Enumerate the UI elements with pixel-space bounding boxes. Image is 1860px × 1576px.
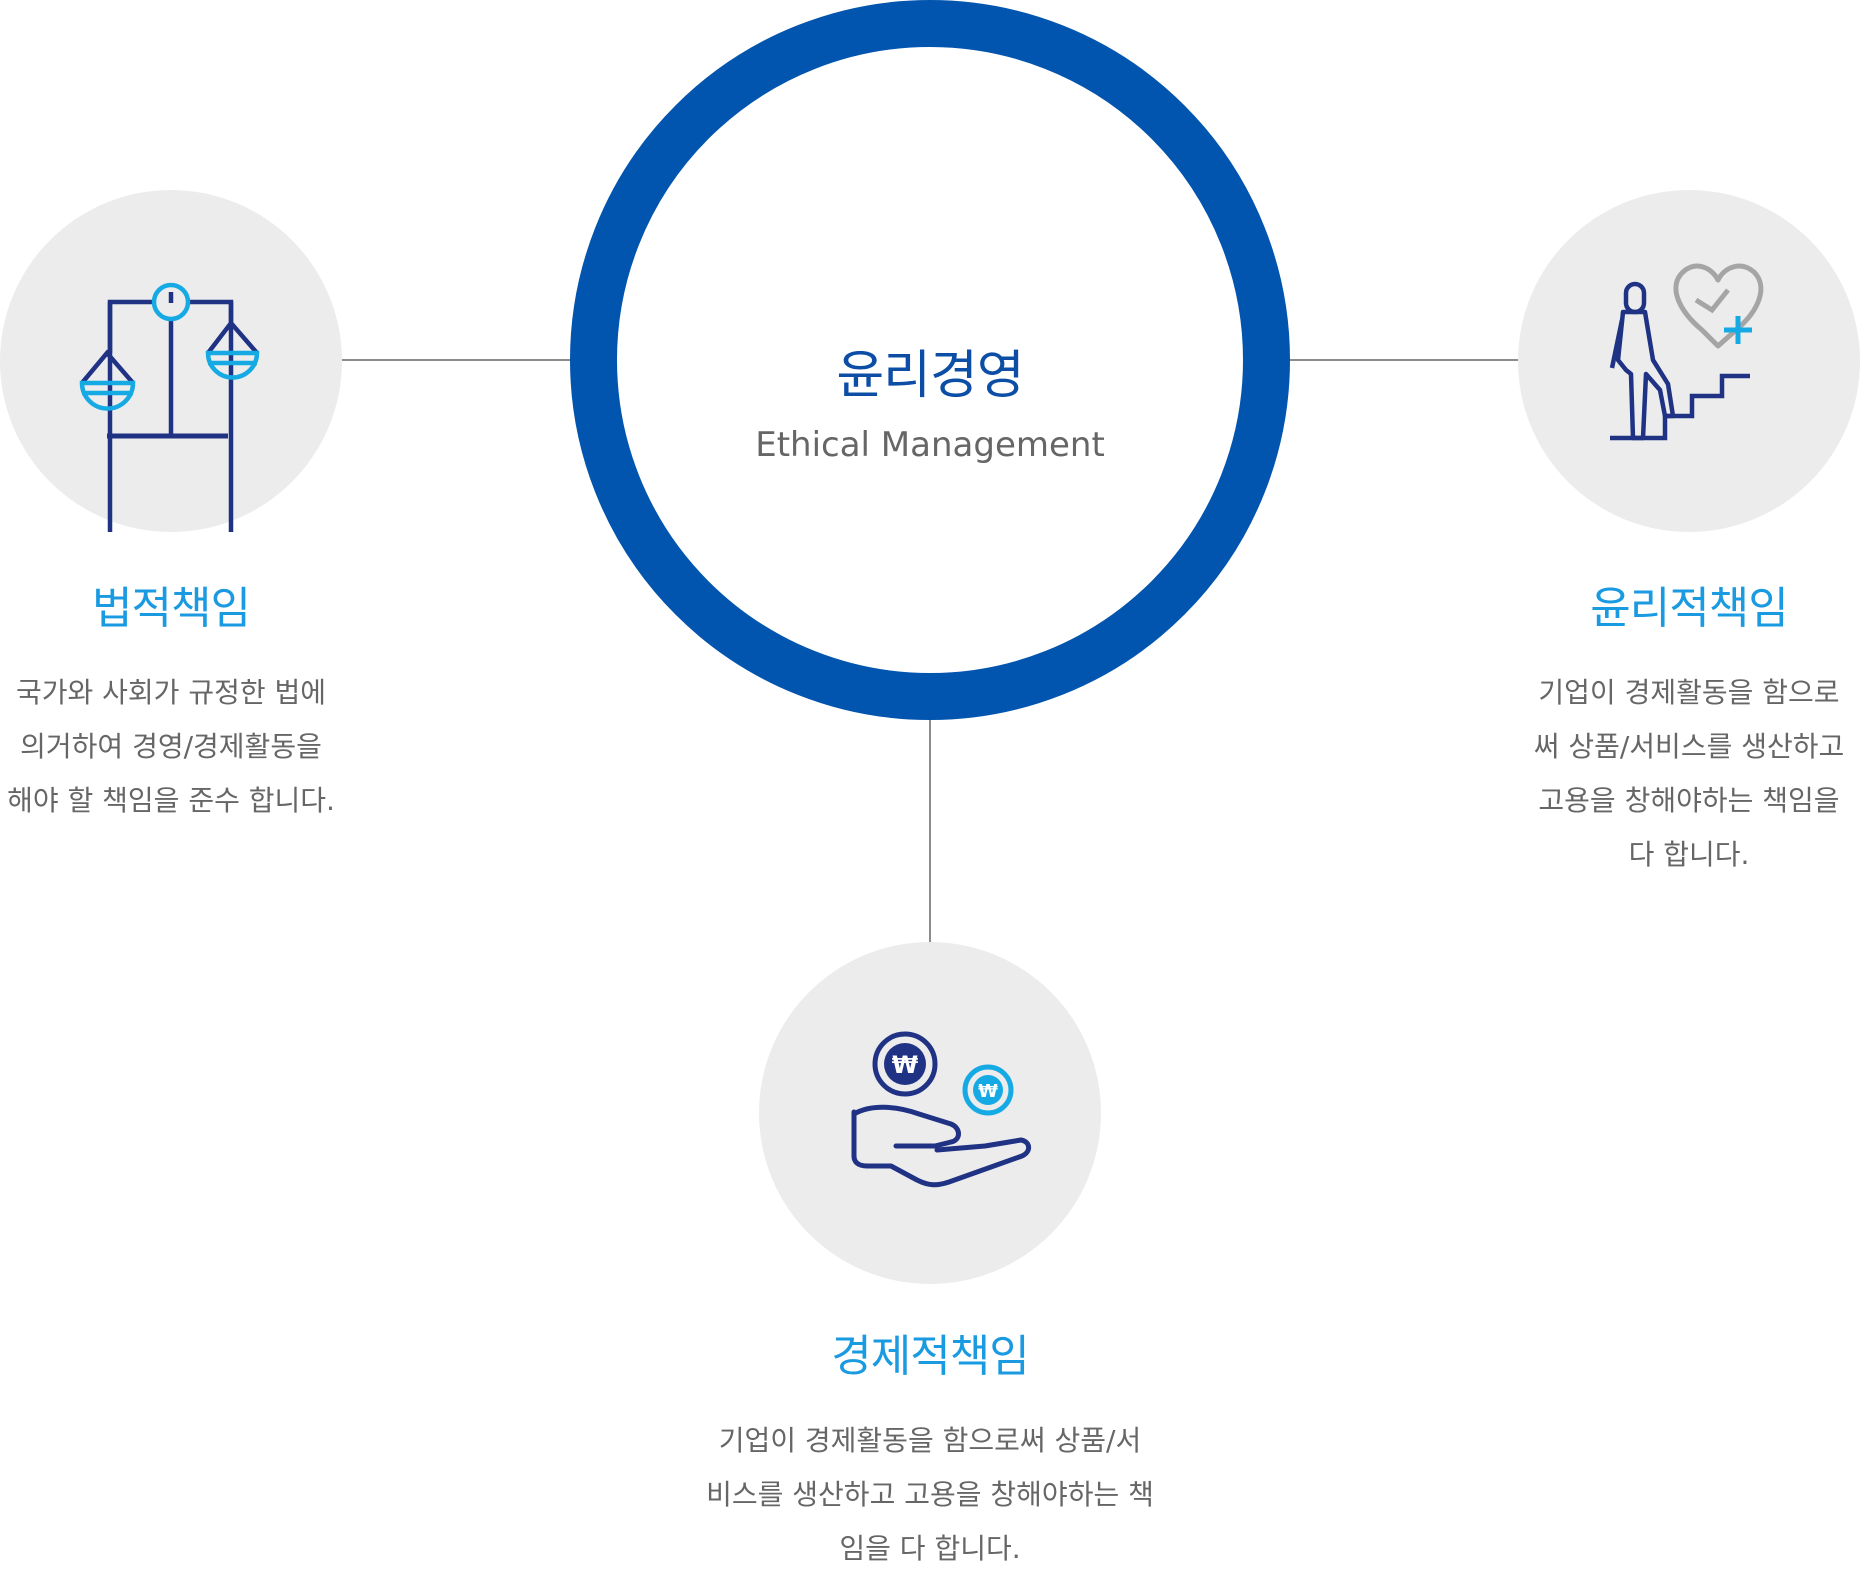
ethical-management-ring: 윤리경영 Ethical Management [570, 0, 1290, 720]
legal-icon-circle [0, 190, 342, 532]
ethical-icon-circle [1518, 190, 1860, 532]
economic-responsibility-title: 경제적책임 [831, 1331, 1029, 1382]
connector-line-left [340, 359, 570, 361]
coin-symbol-large: ₩ [892, 1051, 919, 1079]
economic-responsibility-desc: 기업이 경제활동을 함으로써 상품/서 비스를 생산하고 고용을 창해야하는 책… [640, 1414, 1220, 1576]
desc-line: 임을 다 합니다. [839, 1532, 1021, 1565]
connector-line-bottom [929, 712, 931, 942]
desc-line: 써 상품/서비스를 생산하고 [1533, 730, 1845, 763]
desc-line: 의거하여 경영/경제활동을 [20, 730, 322, 763]
desc-line: 다 합니다. [1628, 838, 1750, 871]
center-subtitle: Ethical Management [755, 425, 1105, 465]
desc-line: 고용을 창해야하는 책임을 [1538, 784, 1840, 817]
ethical-responsibility-title: 윤리적책임 [1590, 583, 1788, 634]
desc-line: 기업이 경제활동을 함으로 [1538, 676, 1840, 709]
ethical-responsibility-desc: 기업이 경제활동을 함으로 써 상품/서비스를 생산하고 고용을 창해야하는 책… [1508, 666, 1860, 882]
legal-responsibility-title: 법적책임 [92, 583, 251, 634]
desc-line: 국가와 사회가 규정한 법에 [15, 676, 327, 709]
desc-line: 해야 할 책임을 준수 합니다. [7, 784, 335, 817]
scales-icon [79, 282, 260, 532]
desc-line: 비스를 생산하고 고용을 창해야하는 책 [706, 1478, 1154, 1511]
legal-responsibility-desc: 국가와 사회가 규정한 법에 의거하여 경영/경제활동을 해야 할 책임을 준수… [0, 666, 352, 828]
center-title: 윤리경영 [836, 346, 1024, 406]
economic-icon-circle: ₩ ₩ [759, 942, 1101, 1284]
hand-coins-icon: ₩ ₩ [851, 1031, 1032, 1188]
coin-symbol-small: ₩ [978, 1081, 998, 1102]
person-stairs-heart-icon [1609, 263, 1764, 441]
desc-line: 기업이 경제활동을 함으로써 상품/서 [718, 1424, 1142, 1457]
connector-line-right [1288, 359, 1520, 361]
